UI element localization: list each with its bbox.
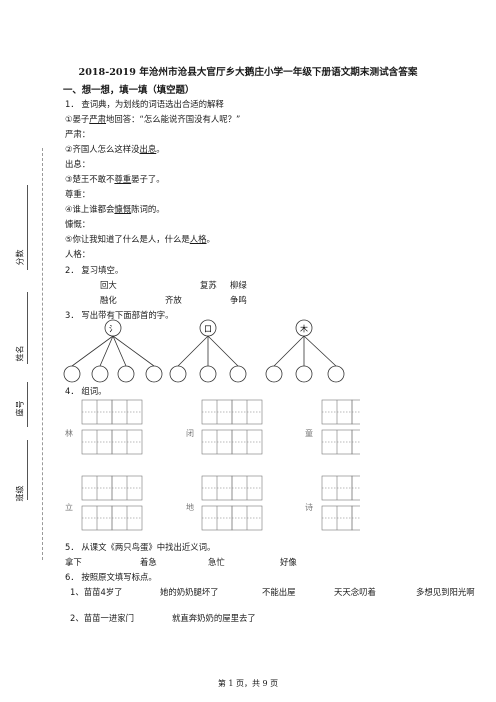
grid-char-6: 诗	[305, 503, 313, 512]
radical-3: 木	[300, 324, 308, 334]
q2-prompt: 2． 复习填空。	[65, 265, 124, 275]
class-blank-line	[27, 440, 28, 500]
word-grid-area	[81, 399, 360, 531]
q6-prompt: 6． 按照原文填写标点。	[65, 572, 157, 582]
q2-phrase: 齐放	[165, 295, 182, 305]
q5-prompt: 5． 从课文《两只鸟蛋》中找出近义词。	[65, 542, 216, 552]
grid-char-1: 林	[65, 429, 73, 438]
q1-item-1: ①晏子严肃地回答：“怎么能说齐国没有人呢？”	[65, 114, 241, 124]
name-label: 姓名	[15, 345, 25, 362]
q2-phrase: 争鸣	[230, 295, 247, 305]
q6-segment: 天天念叨着	[334, 587, 376, 597]
score-blank-line	[27, 185, 28, 270]
q5-word: 急忙	[208, 557, 225, 567]
binding-dashed-line	[42, 148, 43, 560]
grid-char-3: 童	[305, 429, 313, 438]
grid-char-5: 地	[186, 503, 194, 512]
q1-item-2: ②齐国人怎么这样没出息。	[65, 144, 165, 154]
class-label: 班级	[15, 485, 25, 502]
q1-item-4: ④谁上谁都会慷慨陈词的。	[65, 204, 165, 214]
q1-label-1: 严肃：	[65, 129, 91, 139]
q2-phrase: 融化	[100, 295, 117, 305]
radical-2: 口	[204, 325, 212, 334]
q1-label-3: 尊重：	[65, 189, 91, 199]
q1-label-2: 出息：	[65, 159, 91, 169]
radical-tree-diagram: 氵 口 木	[63, 319, 345, 383]
q1-label-4: 慷慨：	[65, 219, 91, 229]
q5-word: 拿下	[65, 557, 82, 567]
q6-segment: 多想见到阳光啊	[416, 587, 475, 597]
score-label: 分数	[15, 249, 25, 266]
q6-segment: 2、苗苗一进家门	[70, 613, 134, 623]
grid-char-2: 闭	[186, 429, 194, 438]
page-title: 2018-2019 年沧州市沧县大官厅乡大鹅庄小学一年级下册语文期末测试含答案	[78, 67, 418, 78]
seat-label: 座号	[15, 400, 25, 417]
q6-segment: 就直奔奶奶的屋里去了	[172, 613, 256, 623]
q6-segment: 1、苗苗4岁了	[70, 587, 123, 597]
q2-phrase: 复苏	[200, 280, 217, 290]
q1-label-5: 人格：	[65, 249, 91, 259]
q1-item-5: ⑤你让我知道了什么是人，什么是人格。	[65, 234, 215, 244]
q1-item-3: ③楚王不敢不尊重晏子了。	[65, 174, 165, 184]
name-blank-line	[27, 292, 28, 364]
q2-phrase: 回大	[100, 280, 117, 290]
q2-phrase: 柳绿	[230, 280, 247, 290]
q3-prompt: 3． 写出带有下面部首的字。	[65, 310, 174, 320]
q4-prompt: 4． 组词。	[65, 386, 107, 396]
page-footer: 第 1 页，共 9 页	[217, 679, 279, 688]
radical-1: 氵	[109, 325, 117, 334]
section-heading: 一、想一想，填一填（填空题）	[63, 85, 195, 96]
q5-word: 着急	[140, 557, 157, 567]
q6-segment: 不能出屋	[262, 587, 296, 597]
q6-segment: 她的奶奶腿坏了	[160, 587, 219, 597]
q5-word: 好像	[280, 557, 297, 567]
seat-blank-line	[27, 382, 28, 427]
grid-char-4: 立	[65, 503, 73, 512]
q1-prompt: 1． 查词典，为划线的词语选出合适的解释	[65, 99, 224, 109]
